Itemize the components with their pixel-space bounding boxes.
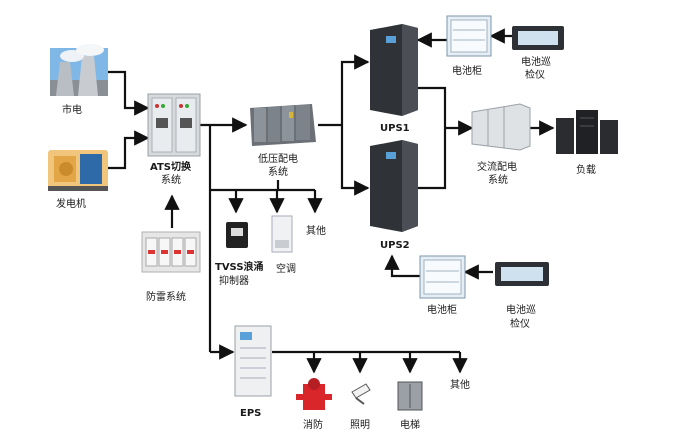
- ups2-label: UPS2: [380, 240, 410, 251]
- battery-cabinet-top-label: 电池柜: [452, 64, 482, 77]
- battery-inspector-top-node: 电池巡 检仪: [512, 26, 564, 81]
- ats-cabinet-icon: [147, 93, 201, 157]
- battery-cabinet-icon: [446, 15, 492, 57]
- fire-pump-icon: [296, 378, 332, 410]
- elevator-node: 电梯: [397, 381, 423, 431]
- fire-node: 消防: [296, 378, 332, 431]
- lv-distribution-label: 低压配电: [258, 152, 298, 165]
- eps-label: EPS: [240, 408, 261, 419]
- battery-inspector-bottom-label: 电池巡: [506, 303, 536, 316]
- battery-cabinet-top-node: 电池柜: [446, 15, 492, 77]
- grid-power-label: 市电: [62, 103, 82, 116]
- grid-power-node: 市电: [50, 44, 108, 116]
- other-label-1: 其他: [306, 224, 326, 237]
- server-rack-icon: [556, 110, 618, 154]
- tvss-label: TVSS浪涌: [215, 260, 264, 273]
- air-conditioner-label: 空调: [276, 262, 296, 275]
- lighting-node: 照明: [350, 383, 371, 431]
- air-conditioner-icon: [271, 215, 293, 253]
- switchgear-icon: [250, 104, 316, 146]
- generator-label: 发电机: [56, 197, 86, 210]
- battery-cabinet-bottom-node: 电池柜: [419, 255, 466, 316]
- battery-cabinet-icon: [419, 255, 466, 299]
- light-bulb-icon: [351, 383, 371, 405]
- elevator-icon: [397, 381, 423, 411]
- ac-distribution-label-line2: 系统: [488, 173, 508, 186]
- lightning-protection-label: 防雷系统: [146, 290, 186, 303]
- ups-cabinet-icon: [370, 24, 418, 116]
- ups-cabinet-icon: [370, 140, 418, 232]
- battery-inspector-top-label-line2: 检仪: [525, 68, 545, 81]
- lv-distribution-label-line2: 系统: [268, 165, 288, 178]
- ac-distribution-label: 交流配电: [477, 160, 517, 173]
- battery-inspector-bottom-label-line2: 检仪: [510, 317, 530, 330]
- tvss-device-icon: [226, 222, 248, 248]
- ups1-label: UPS1: [380, 123, 410, 134]
- generator-icon: [48, 150, 108, 191]
- battery-inspector-bottom-node: 电池巡 检仪: [495, 262, 549, 330]
- elevator-label: 电梯: [400, 418, 420, 431]
- battery-inspector-icon: [512, 26, 564, 50]
- battery-inspector-icon: [495, 262, 549, 286]
- other-label-2: 其他: [450, 378, 470, 391]
- lv-distribution-node: 低压配电 系统: [250, 104, 316, 178]
- ups1-node: UPS1: [370, 24, 418, 134]
- air-conditioner-node: 空调: [271, 215, 296, 275]
- lightning-protection-node: 防雷系统: [141, 231, 201, 303]
- ats-label-line2: 系统: [161, 173, 181, 186]
- tvss-label-line2: 抑制器: [219, 274, 249, 287]
- battery-inspector-top-label: 电池巡: [521, 55, 551, 68]
- ac-distribution-node: 交流配电 系统: [471, 103, 531, 186]
- load-node: 负载: [556, 110, 618, 176]
- battery-cabinet-bottom-label: 电池柜: [427, 303, 457, 316]
- ats-label: ATS切换: [150, 160, 192, 173]
- fire-label: 消防: [303, 418, 323, 431]
- connection-lines: [108, 28, 555, 374]
- ac-distribution-cabinet-icon: [471, 103, 531, 151]
- eps-node: EPS: [234, 325, 272, 419]
- tvss-node: TVSS浪涌 抑制器: [215, 222, 264, 287]
- load-label: 负载: [576, 163, 596, 176]
- ats-node: ATS切换 系统: [147, 93, 201, 186]
- eps-cabinet-icon: [234, 325, 272, 397]
- lighting-label: 照明: [350, 419, 370, 431]
- power-plant-icon: [50, 44, 108, 96]
- ups2-node: UPS2: [370, 140, 418, 251]
- surge-module-icon: [141, 231, 201, 273]
- generator-node: 发电机: [48, 150, 108, 210]
